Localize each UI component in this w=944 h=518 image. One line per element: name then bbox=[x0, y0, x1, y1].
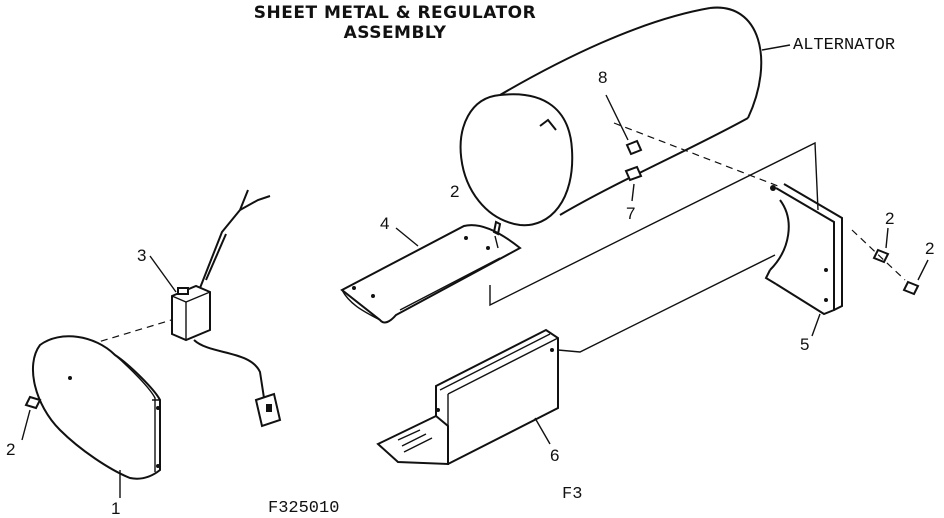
screw-2-left bbox=[21, 395, 42, 441]
alternator-leader bbox=[761, 44, 791, 51]
callout-2-top: 2 bbox=[450, 182, 460, 201]
screw-2-right-upper bbox=[872, 227, 890, 264]
alignment-line-screws bbox=[851, 229, 906, 281]
callout-8: 8 bbox=[598, 68, 608, 87]
diagram-title-line-1: SHEET METAL & REGULATOR bbox=[253, 3, 537, 23]
assembly-outline-lower bbox=[557, 254, 776, 353]
callout-7: 7 bbox=[626, 204, 636, 223]
part-7-block bbox=[624, 165, 643, 202]
screw-2-top bbox=[492, 220, 502, 236]
part-5-bracket bbox=[764, 183, 843, 337]
part-3-regulator bbox=[149, 189, 282, 428]
alternator-label: ALTERNATOR bbox=[793, 36, 896, 55]
diagram-title-line-2: ASSEMBLY bbox=[343, 23, 447, 43]
assembly-outline-upper bbox=[489, 141, 819, 307]
callout-6: 6 bbox=[550, 446, 560, 465]
callout-2-right-lower: 2 bbox=[925, 239, 935, 258]
alternator-cylinder bbox=[459, 6, 791, 227]
part-6-tray bbox=[376, 328, 559, 466]
part-8-block bbox=[605, 94, 643, 156]
part-4-cover-plate bbox=[340, 220, 522, 324]
callout-2-left: 2 bbox=[6, 440, 16, 459]
screw-2-right-lower bbox=[902, 259, 929, 296]
drawing-number-label: F325010 bbox=[268, 499, 340, 518]
callout-5: 5 bbox=[800, 335, 810, 354]
callout-4: 4 bbox=[380, 214, 390, 233]
part-1-end-cover bbox=[32, 335, 161, 498]
callout-2-right-upper: 2 bbox=[885, 209, 895, 228]
callout-1: 1 bbox=[111, 499, 121, 518]
figure-code-label: F3 bbox=[562, 485, 583, 504]
callout-3: 3 bbox=[137, 246, 147, 265]
